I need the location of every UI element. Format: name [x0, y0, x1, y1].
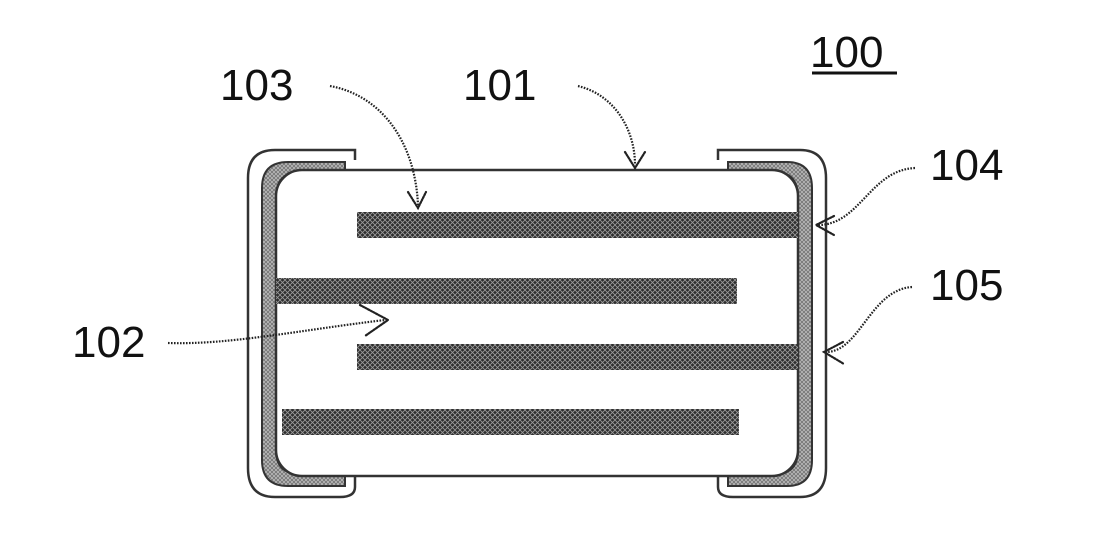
- internal-electrode-4: [282, 409, 739, 435]
- label-105: 105: [930, 261, 1003, 310]
- leader-105: [826, 287, 912, 352]
- label-101: 101: [463, 61, 536, 110]
- label-103: 103: [220, 61, 293, 110]
- internal-electrode-3: [357, 344, 798, 370]
- internal-electrode-2: [276, 278, 737, 304]
- label-104: 104: [930, 141, 1003, 190]
- label-100: 100: [810, 28, 883, 77]
- internal-electrode-1: [357, 212, 798, 238]
- label-102: 102: [72, 318, 145, 367]
